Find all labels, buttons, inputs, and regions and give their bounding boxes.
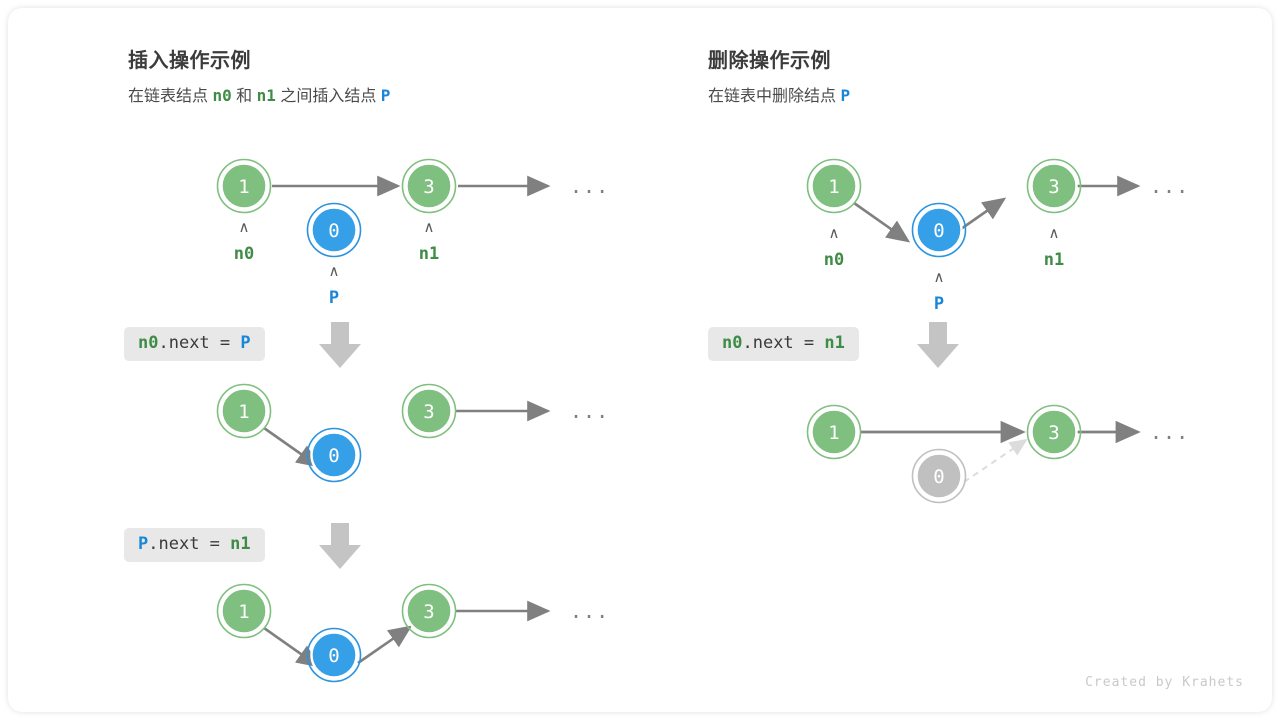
delete-panel-subtitle: 在链表中删除结点 P [708, 82, 850, 106]
delete-step1-diagram: 1 ∧ n0 0 ∧ P 3 ∧ n1 ... [806, 158, 1189, 314]
insert-step3-diagram: 1 0 3 ... [216, 583, 609, 683]
node-value-1: 1 [216, 583, 272, 639]
node-value: 3 [423, 176, 434, 198]
subtitle-text-1: 在链表结点 [128, 88, 213, 105]
delete-panel: 删除操作示例 在链表中删除结点 P 1 ∧ n0 0 ∧ P [708, 8, 1268, 712]
node-value: 3 [423, 601, 434, 623]
node-n1: 3 [1026, 158, 1082, 214]
node-label-n0: n0 [824, 250, 844, 270]
node-value-0: 0 [306, 427, 362, 483]
ellipsis: ... [570, 399, 609, 423]
node-value: 0 [328, 645, 339, 667]
subtitle-token-n1: n1 [256, 86, 276, 105]
node-n0: 1 [806, 158, 862, 214]
insert-step2-code: P.next = n1 [124, 528, 265, 562]
ellipsis: ... [570, 174, 609, 198]
credit-footer: Created by Krahets [1085, 675, 1244, 690]
insert-panel: 插入操作示例 在链表结点 n0 和 n1 之间插入结点 P 1 [118, 8, 698, 712]
code-token-next: .next = [148, 534, 231, 554]
delete-step2-diagram: 1 0 3 ... [806, 404, 1189, 504]
node-value-1: 1 [806, 404, 862, 460]
node-label-p: P [329, 288, 339, 308]
node-label-p: P [934, 294, 944, 314]
node-label-n1: n1 [1044, 250, 1064, 270]
node-value: 3 [1048, 176, 1059, 198]
step-down-arrow-icon [917, 322, 959, 368]
code-token-n1: n1 [230, 534, 251, 554]
node-value: 0 [328, 220, 339, 242]
caret-up-icon: ∧ [1049, 224, 1060, 242]
code-token-n1: n1 [824, 333, 845, 353]
ellipsis: ... [1150, 420, 1189, 444]
insert-step2-diagram: 1 0 3 ... [216, 383, 609, 483]
caret-up-icon: ∧ [934, 268, 945, 286]
step-down-arrow-icon [319, 322, 361, 368]
subtitle-text-1: 在链表中删除结点 [708, 88, 841, 105]
node-n1: 3 [401, 158, 457, 214]
node-value: 1 [828, 422, 839, 444]
subtitle-token-p: P [380, 86, 391, 105]
node-value: 1 [828, 176, 839, 198]
insert-panel-title: 插入操作示例 [128, 50, 251, 72]
caret-up-icon: ∧ [329, 262, 340, 280]
code-token-n0: n0 [722, 333, 743, 353]
subtitle-token-n0: n0 [212, 86, 232, 105]
node-value: 1 [238, 176, 249, 198]
code-token-next: .next = [742, 333, 825, 353]
node-value: 1 [238, 401, 249, 423]
code-token-p: P [138, 534, 149, 554]
node-value-3: 3 [401, 383, 457, 439]
node-p: 0 [306, 202, 362, 258]
insert-step1-diagram: 1 ∧ n0 0 ∧ P 3 ∧ n1 ... [216, 158, 609, 308]
delete-panel-title: 删除操作示例 [708, 50, 831, 72]
subtitle-token-p: P [840, 86, 851, 105]
code-token-p: P [240, 333, 251, 353]
node-p: 0 [911, 202, 967, 258]
caret-up-icon: ∧ [424, 218, 435, 236]
node-value-1: 1 [216, 383, 272, 439]
ellipsis: ... [1150, 174, 1189, 198]
insert-panel-subtitle: 在链表结点 n0 和 n1 之间插入结点 P [128, 82, 390, 106]
code-token-next: .next = [158, 333, 241, 353]
node-value-3: 3 [401, 583, 457, 639]
node-value-3: 3 [1026, 404, 1082, 460]
code-token-n0: n0 [138, 333, 159, 353]
subtitle-text-2: 和 [231, 88, 257, 105]
step-down-arrow-icon [319, 523, 361, 569]
node-value: 0 [933, 466, 944, 488]
delete-step1-code: n0.next = n1 [708, 327, 859, 361]
diagram-card: 插入操作示例 在链表结点 n0 和 n1 之间插入结点 P 1 [8, 8, 1272, 712]
node-value: 3 [1048, 422, 1059, 444]
node-value: 0 [933, 220, 944, 242]
ellipsis: ... [570, 599, 609, 623]
node-deleted: 0 [911, 448, 967, 504]
node-label-n1: n1 [419, 244, 439, 264]
node-value: 1 [238, 601, 249, 623]
subtitle-text-3: 之间插入结点 [275, 88, 381, 105]
caret-up-icon: ∧ [829, 224, 840, 242]
caret-up-icon: ∧ [239, 218, 250, 236]
node-value: 0 [328, 445, 339, 467]
node-n0: 1 [216, 158, 272, 214]
node-value: 3 [423, 401, 434, 423]
node-value-0: 0 [306, 627, 362, 683]
node-label-n0: n0 [234, 244, 254, 264]
insert-step1-code: n0.next = P [124, 327, 265, 361]
